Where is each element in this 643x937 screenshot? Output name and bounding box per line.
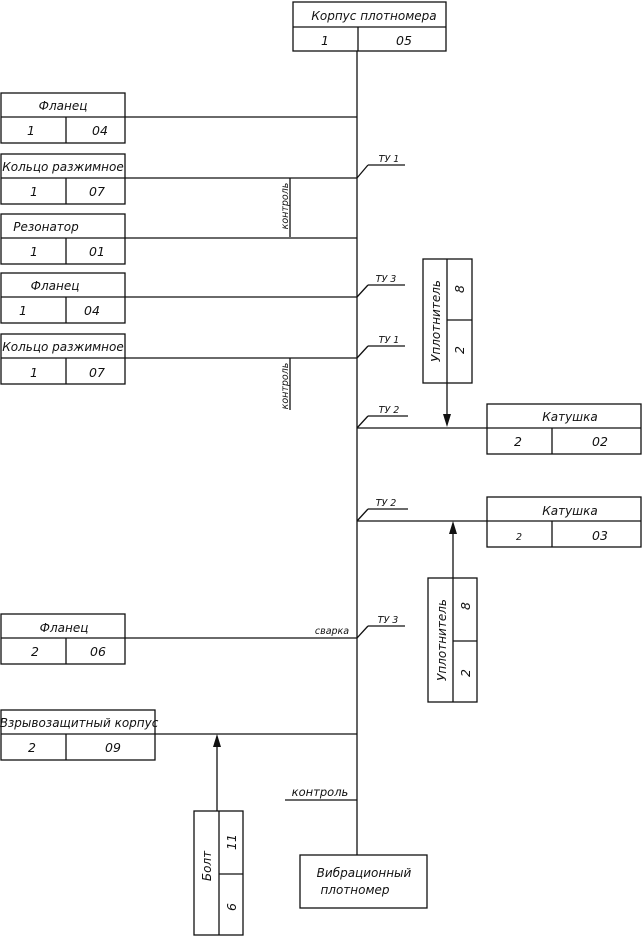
katushka-2-qty: 2 (516, 532, 522, 543)
rezonator-code: 01 (89, 244, 105, 259)
katushka-1-name: Катушка (542, 410, 598, 424)
katushka-1-qty: 2 (514, 434, 522, 449)
operation-kontrol-a: контроль (280, 178, 291, 237)
uplot-2-qty: 2 (458, 669, 473, 677)
tu3-b-label: ТУ 3 (378, 615, 399, 626)
flanec-1-qty: 1 (27, 123, 35, 138)
katushka-2-name: Катушка (542, 504, 598, 518)
uplot-2-name: Уплотнитель (435, 599, 449, 681)
flanec-3-qty: 2 (31, 644, 39, 659)
tu1-b-label: ТУ 1 (379, 335, 400, 346)
kolco-1-code: 07 (89, 184, 105, 199)
uplot-1-name: Уплотнитель (429, 280, 443, 362)
rezonator-name: Резонатор (13, 220, 79, 234)
operation-tu3-b: ТУ 3 (356, 615, 405, 639)
box-uplot-1: Уплотнитель 8 2 (422, 258, 473, 427)
korpus-name: Корпус плотномера (311, 9, 436, 23)
operation-tu1-b: ТУ 1 (356, 335, 405, 359)
katushka-2-code: 03 (592, 528, 608, 543)
flanec-1-name: Фланец (39, 99, 88, 113)
flanec-1-code: 04 (92, 123, 108, 138)
vzryvo-name: Взрывозащитный корпус (0, 716, 159, 730)
kontrol-a-label: контроль (280, 183, 291, 230)
box-flanec-3: Фланец 2 06 (0, 613, 357, 665)
flanec-3-code: 06 (90, 644, 106, 659)
kontrol-b-label: контроль (280, 363, 291, 410)
tu2-b-label: ТУ 2 (376, 498, 397, 509)
kolco-2-code: 07 (89, 365, 105, 380)
flanec-2-qty: 1 (19, 303, 27, 318)
tu2-a-label: ТУ 2 (379, 405, 400, 416)
bolt-qty: 6 (224, 903, 239, 911)
uplot-1-qty: 2 (452, 346, 467, 354)
box-korpus: Корпус плотномера 1 05 (292, 1, 447, 52)
box-flanec-2: Фланец 1 04 (0, 272, 357, 324)
tu1-a-label: ТУ 1 (379, 154, 400, 165)
vzryvo-qty: 2 (28, 740, 36, 755)
box-vzryvo: Взрывозащитный корпус 2 09 (0, 709, 357, 761)
box-kolco-1: Кольцо разжимное 1 07 (0, 153, 357, 205)
box-kolco-2: Кольцо разжимное 1 07 (0, 333, 357, 385)
box-result: Вибрационный плотномер (299, 854, 428, 909)
svarka-label: сварка (315, 626, 349, 637)
flanec-3-name: Фланец (40, 621, 89, 635)
korpus-qty: 1 (321, 33, 329, 48)
flanec-2-code: 04 (84, 303, 100, 318)
kolco-1-qty: 1 (30, 184, 38, 199)
result-line1: Вибрационный (317, 866, 412, 880)
operation-kontrol-final: контроль (285, 785, 357, 801)
katushka-1-code: 02 (592, 434, 608, 449)
box-rezonator: Резонатор 1 01 (0, 213, 357, 265)
box-uplot-2: Уплотнитель 8 2 (427, 521, 478, 703)
bolt-code: 11 (224, 834, 239, 850)
box-katushka-2: Катушка 2 03 (357, 496, 642, 548)
box-bolt: Болт 11 6 (193, 734, 244, 936)
tu3-a-label: ТУ 3 (376, 274, 397, 285)
box-katushka-1: Катушка 2 02 (357, 403, 642, 455)
operation-kontrol-b: контроль (280, 358, 291, 410)
kolco-2-qty: 1 (30, 365, 38, 380)
korpus-code: 05 (396, 33, 412, 48)
operation-tu2-a: ТУ 2 (356, 405, 408, 429)
operation-tu1-a: ТУ 1 (356, 154, 405, 179)
box-flanec-1: Фланец 1 04 (0, 92, 357, 144)
kolco-1-name: Кольцо разжимное (2, 160, 124, 174)
bolt-name: Болт (200, 850, 214, 881)
flanec-2-name: Фланец (31, 279, 80, 293)
uplot-1-code: 8 (452, 285, 467, 293)
operation-tu3-a: ТУ 3 (356, 274, 405, 298)
uplot-2-code: 8 (458, 602, 473, 610)
operation-tu2-b: ТУ 2 (356, 498, 408, 522)
rezonator-qty: 1 (30, 244, 38, 259)
kolco-2-name: Кольцо разжимное (2, 340, 124, 354)
result-line2: плотномер (320, 883, 389, 897)
kontrol-final-label: контроль (292, 785, 349, 799)
vzryvo-code: 09 (105, 740, 121, 755)
